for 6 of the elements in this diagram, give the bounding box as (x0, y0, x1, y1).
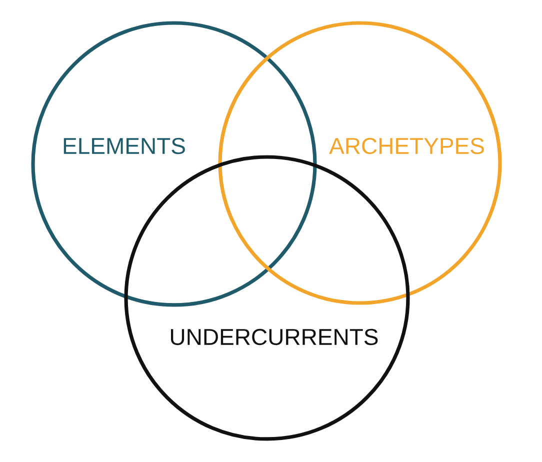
circle-label: ARCHETYPES (329, 138, 484, 154)
venn-circle (31, 21, 317, 307)
venn-circle (124, 155, 410, 441)
circle-label: UNDERCURRENTS (171, 328, 378, 346)
venn-circle (218, 21, 502, 305)
circle-label: ELEMENTS (64, 138, 185, 154)
